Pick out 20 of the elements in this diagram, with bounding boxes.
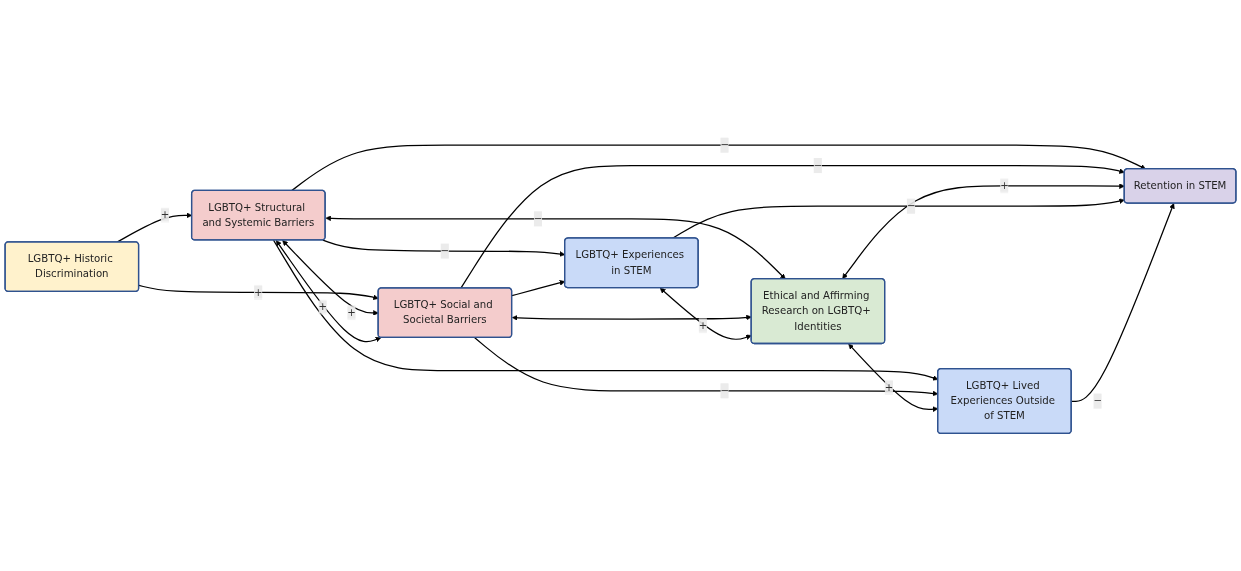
edge-label: + [347, 306, 356, 319]
edge-label: + [254, 285, 263, 299]
arrow [511, 314, 752, 321]
arrow [460, 164, 1125, 289]
edge-label: + [1000, 179, 1009, 192]
edge-label: + [884, 381, 894, 394]
edge-label: − [440, 244, 450, 257]
arrow [325, 215, 786, 280]
arrow [842, 183, 1125, 280]
edge-label: + [318, 300, 328, 313]
edge-label: − [720, 138, 729, 151]
edge-label: − [720, 384, 729, 397]
edge-label: + [698, 319, 708, 332]
arrow [659, 287, 752, 341]
edge-label: − [533, 212, 543, 225]
edge-label: − [813, 159, 823, 172]
edge-label: − [906, 199, 916, 212]
edge-label: + [160, 208, 170, 221]
edge-label: − [1093, 394, 1102, 407]
arrow [275, 240, 382, 343]
